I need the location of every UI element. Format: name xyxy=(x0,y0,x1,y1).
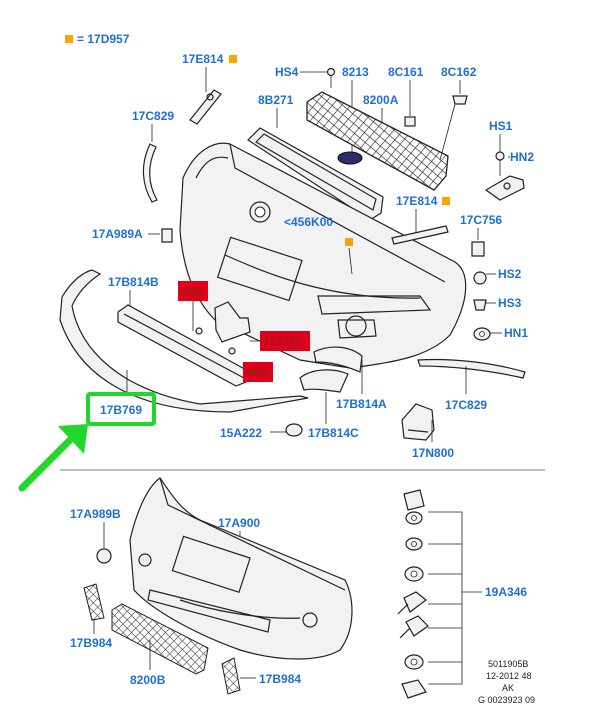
label-17A989B: 17A989B xyxy=(70,507,121,521)
ford-badge-8213 xyxy=(337,151,363,165)
label-17B984-left: 17B984 xyxy=(70,636,112,650)
label-8C161: 8C161 xyxy=(388,65,424,79)
lip-spoiler-17B769 xyxy=(59,269,309,413)
grille-8200A xyxy=(306,91,449,191)
footer-line-4: G 0023923 09 xyxy=(478,695,535,705)
label-17B814C: 17B814C xyxy=(308,426,359,440)
label-8B271: 8B271 xyxy=(258,93,294,107)
screw-HS1 xyxy=(495,151,505,161)
screw-HM1-a xyxy=(195,327,203,335)
moulding-17C829-left xyxy=(142,143,158,203)
footer-line-3: AK xyxy=(502,683,514,693)
label-17A385: 17A385 xyxy=(263,336,302,348)
redbox-HM1-b xyxy=(243,362,273,382)
screw-HS2 xyxy=(473,271,487,285)
bracket-17N800 xyxy=(401,403,435,441)
label-456K00: <456K00 xyxy=(284,215,333,229)
label-8C162: 8C162 xyxy=(441,65,477,79)
mesh-17B984-left xyxy=(83,583,105,621)
label-17B984-right: 17B984 xyxy=(259,672,301,686)
label-8200B: 8200B xyxy=(130,673,166,687)
mesh-17B984-right xyxy=(221,657,241,695)
label-HS4: HS4 xyxy=(275,65,299,79)
clip-17C756 xyxy=(471,241,485,257)
label-HM1-b: HM1 xyxy=(246,367,269,379)
bracket-17E814-upper xyxy=(189,89,222,125)
screw-HM1-b xyxy=(228,347,236,355)
label-17E814-lower: 17E814 xyxy=(396,194,438,208)
label-HS2: HS2 xyxy=(498,267,522,281)
bracket-leader-19A346 xyxy=(428,511,482,685)
label-15A222: 15A222 xyxy=(220,426,262,440)
clip-8C161 xyxy=(404,116,416,127)
legend-square-17E814-b xyxy=(442,197,450,205)
cap-17A989A xyxy=(161,228,173,243)
screw-HS4 xyxy=(326,67,336,77)
label-17C756: 17C756 xyxy=(460,213,502,227)
redbox-HM1-a xyxy=(178,281,208,301)
legend-square xyxy=(65,35,73,43)
fixing-kit-19A346 xyxy=(397,489,429,699)
label-HN2: HN2 xyxy=(510,150,534,164)
bezel-17B814A xyxy=(313,346,363,373)
label-HS3: HS3 xyxy=(498,296,522,310)
footer-line-1: 5011905B xyxy=(488,659,528,669)
label-17A989A: 17A989A xyxy=(92,227,143,241)
cap-17A989B xyxy=(96,548,112,564)
label-17E814-upper: 17E814 xyxy=(182,52,224,66)
label-17B814B: 17B814B xyxy=(108,275,159,289)
label-17C829-upper: 17C829 xyxy=(132,109,174,123)
legend-square-17E814-a xyxy=(229,55,237,63)
legend-text: = 17D957 xyxy=(77,32,130,46)
label-17N800: 17N800 xyxy=(412,446,454,460)
screw-HS3 xyxy=(473,299,487,311)
legend-square-bumper xyxy=(345,238,353,246)
bezel-17B814C xyxy=(299,369,349,393)
label-8213: 8213 xyxy=(342,65,369,79)
label-17B769: 17B769 xyxy=(100,403,142,417)
moulding-17C829-right xyxy=(417,358,526,379)
label-17A900: 17A900 xyxy=(218,516,260,530)
plug-15A222 xyxy=(285,423,303,437)
label-17B814A: 17B814A xyxy=(336,397,387,411)
clip-8C162 xyxy=(452,95,468,105)
label-19A346: 19A346 xyxy=(485,585,527,599)
label-HS1: HS1 xyxy=(489,119,513,133)
grille-8200B xyxy=(111,603,209,675)
label-HM1-a: HM1 xyxy=(181,286,204,298)
plate-area xyxy=(216,236,303,302)
highlight-arrow xyxy=(18,424,88,492)
label-17C829-lower: 17C829 xyxy=(445,398,487,412)
label-HN1: HN1 xyxy=(504,326,528,340)
bracket-17A385 xyxy=(214,301,251,343)
redbox-17A385 xyxy=(260,331,310,351)
footer-line-2: 12-2012 48 xyxy=(486,671,532,681)
highlight-box-17B769 xyxy=(86,392,156,426)
bracket-17E814-lower xyxy=(391,225,449,245)
plate-area-lower xyxy=(171,535,251,594)
label-8200A: 8200A xyxy=(363,93,399,107)
